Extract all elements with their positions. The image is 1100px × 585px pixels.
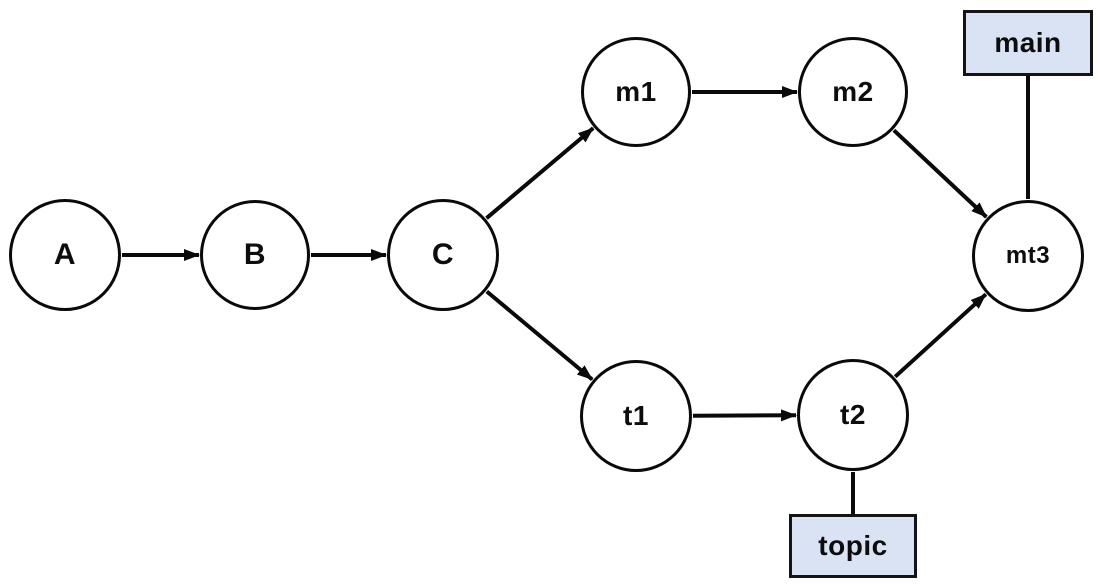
node-commit-B: B bbox=[200, 200, 310, 310]
branch-label-main: main bbox=[963, 10, 1093, 76]
node-commit-t2: t2 bbox=[797, 359, 909, 471]
branch-label-topic: topic bbox=[789, 514, 917, 578]
edge-C-t1 bbox=[485, 289, 594, 382]
node-commit-m2: m2 bbox=[798, 37, 908, 147]
node-commit-t1: t1 bbox=[580, 360, 692, 472]
node-commit-mt3: mt3 bbox=[972, 200, 1084, 312]
node-commit-C: C bbox=[387, 199, 499, 311]
node-commit-m1: m1 bbox=[581, 37, 691, 147]
edge-m2-mt3 bbox=[892, 128, 988, 219]
node-commit-A: A bbox=[9, 199, 121, 311]
edge-C-m1 bbox=[485, 126, 595, 220]
edge-t2-mt3 bbox=[893, 292, 988, 379]
